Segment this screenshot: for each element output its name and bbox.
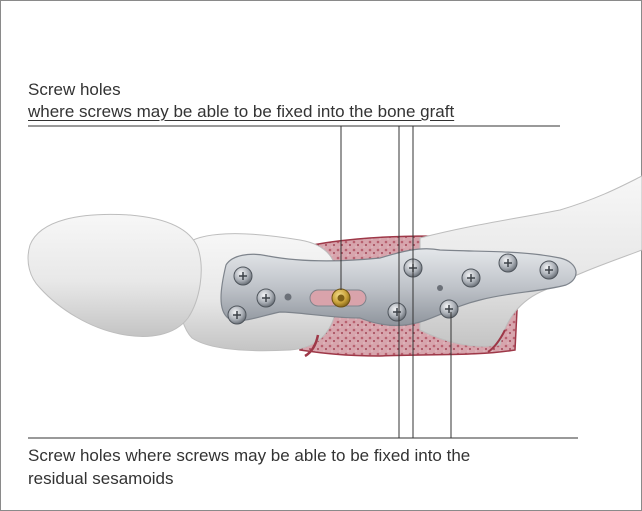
empty-screw-hole (437, 285, 443, 291)
top-label-title: Screw holes (28, 79, 121, 100)
empty-screw-hole (285, 294, 292, 301)
bottom-label-line2: residual sesamoids (28, 468, 174, 489)
top-label-subtitle: where screws may be able to be fixed int… (28, 101, 454, 122)
bottom-label-line1: Screw holes where screws may be able to … (28, 445, 470, 466)
distal-phalanx-bone (28, 214, 201, 336)
